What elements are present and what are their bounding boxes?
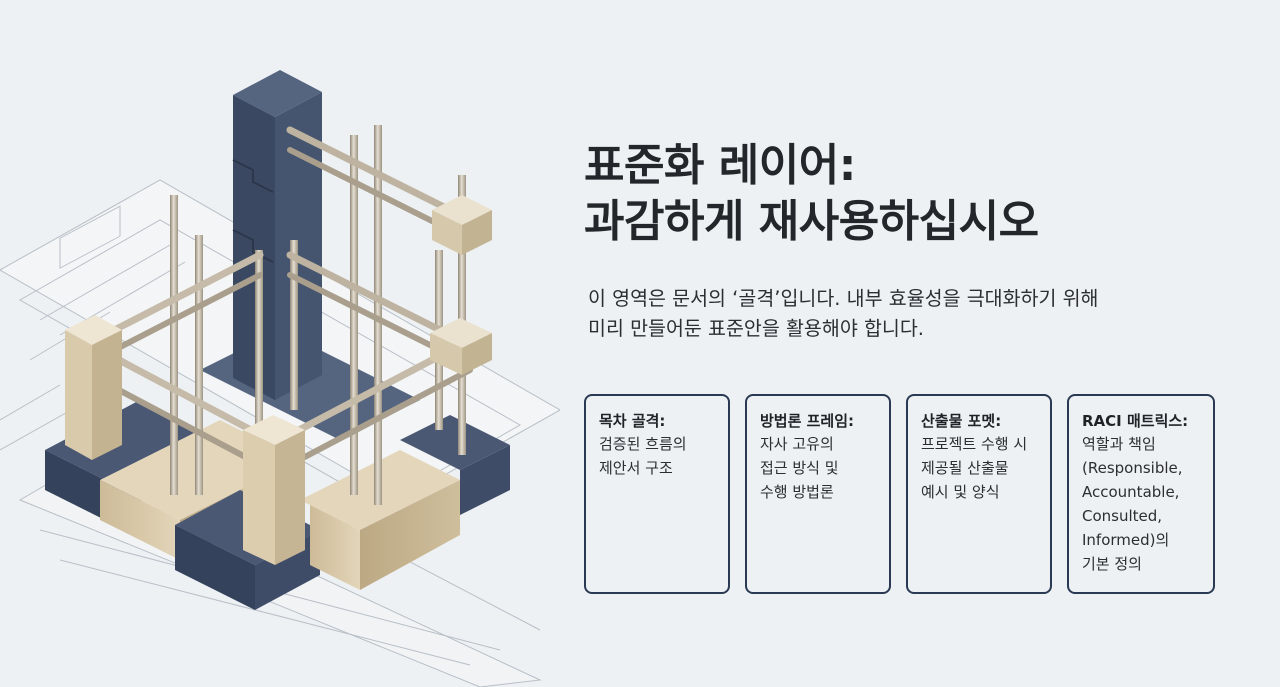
title-line-2: 과감하게 재사용하십시오 — [584, 196, 1039, 247]
card-text: 검증된 흐름의 — [599, 435, 687, 453]
content-area: 표준화 레이어: 과감하게 재사용하십시오 이 영역은 문서의 ‘골격’입니다.… — [584, 138, 1244, 344]
card-title: RACI 매트릭스: — [1082, 412, 1189, 430]
card-title: 방법론 프레임: — [760, 412, 855, 430]
card-text: 기본 정의 — [1082, 555, 1142, 573]
card-text: 접근 방식 및 — [760, 459, 839, 477]
gold-posts — [65, 315, 305, 565]
subtitle-line-1: 이 영역은 문서의 ‘골격’입니다. 내부 효율성을 극대화하기 위해 — [588, 287, 1099, 310]
card-text: (Responsible, — [1082, 459, 1183, 477]
card-toc-skeleton: 목차 골격: 검증된 흐름의 제안서 구조 — [584, 394, 730, 594]
card-text: Consulted, — [1082, 507, 1163, 525]
card-text: 예시 및 양식 — [921, 483, 1000, 501]
card-text: Accountable, — [1082, 483, 1180, 501]
card-methodology-frame: 방법론 프레임: 자사 고유의 접근 방식 및 수행 방법론 — [745, 394, 891, 594]
card-text: 제공될 산출물 — [921, 459, 1009, 477]
card-row: 목차 골격: 검증된 흐름의 제안서 구조 방법론 프레임: 자사 고유의 접근… — [584, 394, 1218, 598]
card-title: 목차 골격: — [599, 412, 666, 430]
page-subtitle: 이 영역은 문서의 ‘골격’입니다. 내부 효율성을 극대화하기 위해 미리 만… — [588, 284, 1244, 344]
card-text: 자사 고유의 — [760, 435, 834, 453]
card-text: Informed)의 — [1082, 531, 1170, 549]
central-column — [232, 70, 322, 400]
card-deliverable-format: 산출물 포멧: 프로젝트 수행 시 제공될 산출물 예시 및 양식 — [906, 394, 1052, 594]
card-text: 프로젝트 수행 시 — [921, 435, 1028, 453]
card-text: 제안서 구조 — [599, 459, 673, 477]
connector-cubes — [430, 195, 492, 375]
card-title: 산출물 포멧: — [921, 412, 1002, 430]
card-raci-matrix: RACI 매트릭스: 역할과 책임 (Responsible, Accounta… — [1067, 394, 1215, 594]
subtitle-line-2: 미리 만들어둔 표준안을 활용해야 합니다. — [588, 317, 924, 340]
card-text: 역할과 책임 — [1082, 435, 1156, 453]
card-text: 수행 방법론 — [760, 483, 834, 501]
title-line-1: 표준화 레이어: — [584, 140, 856, 191]
page-title: 표준화 레이어: 과감하게 재사용하십시오 — [584, 138, 1244, 250]
scaffold-framework-illustration — [0, 70, 560, 687]
